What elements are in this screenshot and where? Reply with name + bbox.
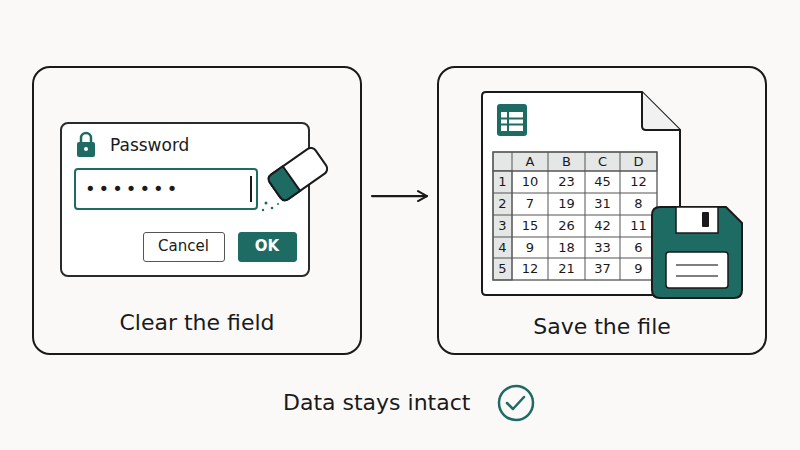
caption-text: Data stays intact (283, 389, 470, 417)
text-cursor (250, 176, 252, 202)
table-cell: 9 (620, 258, 657, 280)
spreadsheet-document (482, 92, 680, 295)
page-fold (642, 92, 680, 130)
column-header: C (585, 152, 620, 171)
table-cell: 12 (512, 258, 548, 280)
floppy-disk-icon (652, 207, 742, 298)
table-cell: 11 (620, 215, 657, 237)
flow-arrow (372, 195, 427, 197)
row-number: 2 (493, 193, 512, 215)
table-cell: 42 (585, 215, 620, 237)
table-cell: 31 (585, 193, 620, 215)
lock-icon (77, 133, 95, 157)
check-mark-icon (499, 386, 533, 420)
row-number: 1 (493, 171, 512, 193)
node-text: ••••••• (85, 170, 180, 208)
table-cell: 19 (548, 193, 585, 215)
table-cell: 12 (620, 171, 657, 193)
row-number: 3 (493, 215, 512, 237)
row-number: 5 (493, 258, 512, 280)
sheets-icon (497, 104, 527, 136)
cancel-button: Cancel (143, 232, 225, 262)
table-cell: 7 (512, 193, 548, 215)
node-text: Save the file (439, 312, 765, 342)
column-header: A (512, 152, 548, 171)
step-panel: Clear the field Password ••••••• Cancel OK (32, 66, 362, 355)
node-text: Cancel (144, 233, 223, 260)
table-cell: 26 (548, 215, 585, 237)
table-cell: 21 (548, 258, 585, 280)
node-text: OK (239, 233, 295, 260)
password-field: ••••••• (74, 168, 258, 210)
table-cell: 8 (620, 193, 657, 215)
node-text: Password (110, 135, 189, 155)
eraser-icon (266, 146, 329, 203)
table-cell: 45 (585, 171, 620, 193)
spreadsheet-grid (493, 152, 657, 280)
table-cell: 23 (548, 171, 585, 193)
table-cell: 15 (512, 215, 548, 237)
table-cell: 37 (585, 258, 620, 280)
column-header: B (548, 152, 585, 171)
table-cell: 9 (512, 237, 548, 258)
table-cell: 18 (548, 237, 585, 258)
table-cell: 6 (620, 237, 657, 258)
eraser-crumbs (262, 202, 279, 212)
node-text: Clear the field (34, 308, 360, 338)
table-cell: 33 (585, 237, 620, 258)
password-dialog: Password ••••••• Cancel OK (60, 122, 310, 277)
column-header: D (620, 152, 657, 171)
ok-button: OK (238, 232, 297, 262)
row-number: 4 (493, 237, 512, 258)
table-cell: 10 (512, 171, 548, 193)
